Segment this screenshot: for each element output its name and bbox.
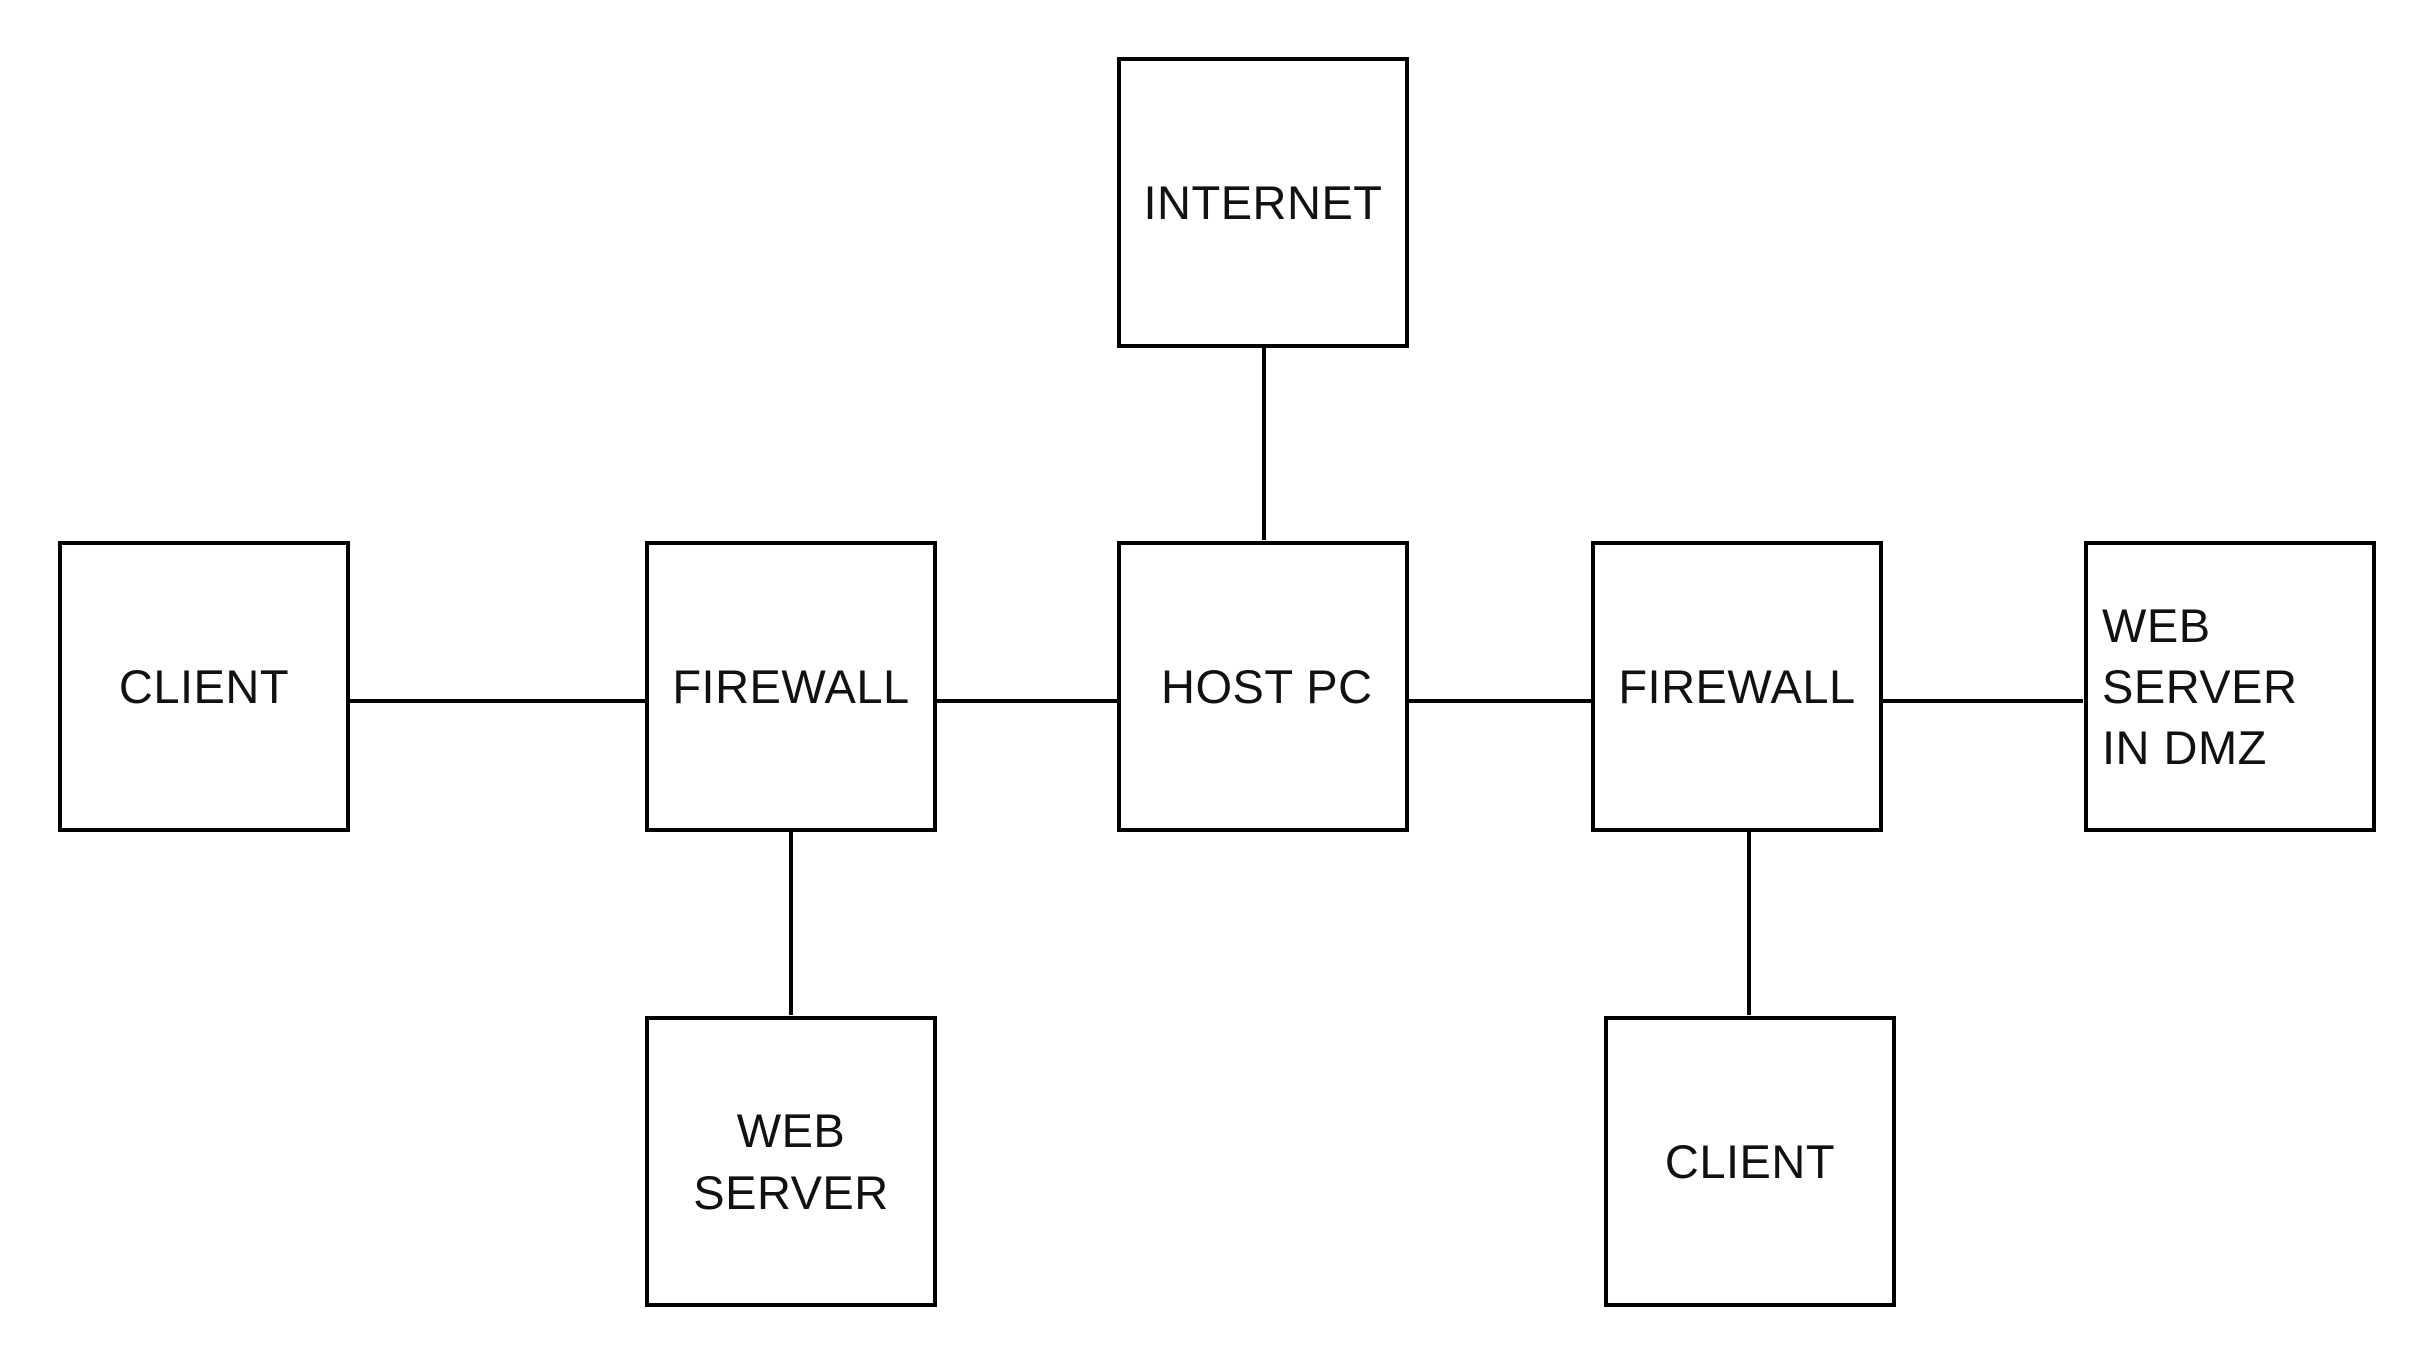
edge-firewall-right-client [1747, 829, 1751, 1015]
internet-node: INTERNET [1117, 57, 1409, 348]
edge-internet-host-pc [1262, 348, 1266, 540]
web-server-dmz-label: WEB SERVER IN DMZ [2102, 595, 2372, 778]
firewall-right-node: FIREWALL [1591, 541, 1883, 832]
client-right-label: CLIENT [1664, 1134, 1836, 1188]
edge-host-pc-firewall-right [1405, 699, 1592, 703]
host-pc-node: HOST PC [1117, 541, 1409, 832]
edge-firewall-left-host-pc [934, 699, 1117, 703]
host-pc-label: HOST PC [1161, 659, 1373, 713]
internet-label: INTERNET [1143, 175, 1383, 229]
web-server-node: WEB SERVER [645, 1016, 937, 1307]
web-server-dmz-label-line1: WEB SERVER [2102, 598, 2298, 713]
client-left-node: CLIENT [58, 541, 350, 832]
firewall-left-label: FIREWALL [672, 659, 910, 713]
web-server-label: WEB SERVER [693, 1104, 889, 1219]
firewall-right-label: FIREWALL [1618, 659, 1856, 713]
web-server-dmz-label-line2: IN DMZ [2102, 721, 2267, 775]
firewall-left-node: FIREWALL [645, 541, 937, 832]
client-left-label: CLIENT [118, 659, 290, 713]
edge-firewall-right-web-server-dmz [1880, 699, 2083, 703]
client-right-node: CLIENT [1604, 1016, 1896, 1307]
edge-firewall-left-web-server [789, 829, 793, 1015]
web-server-dmz-node: WEB SERVER IN DMZ [2084, 541, 2376, 832]
edge-client-firewall-left [350, 699, 646, 703]
